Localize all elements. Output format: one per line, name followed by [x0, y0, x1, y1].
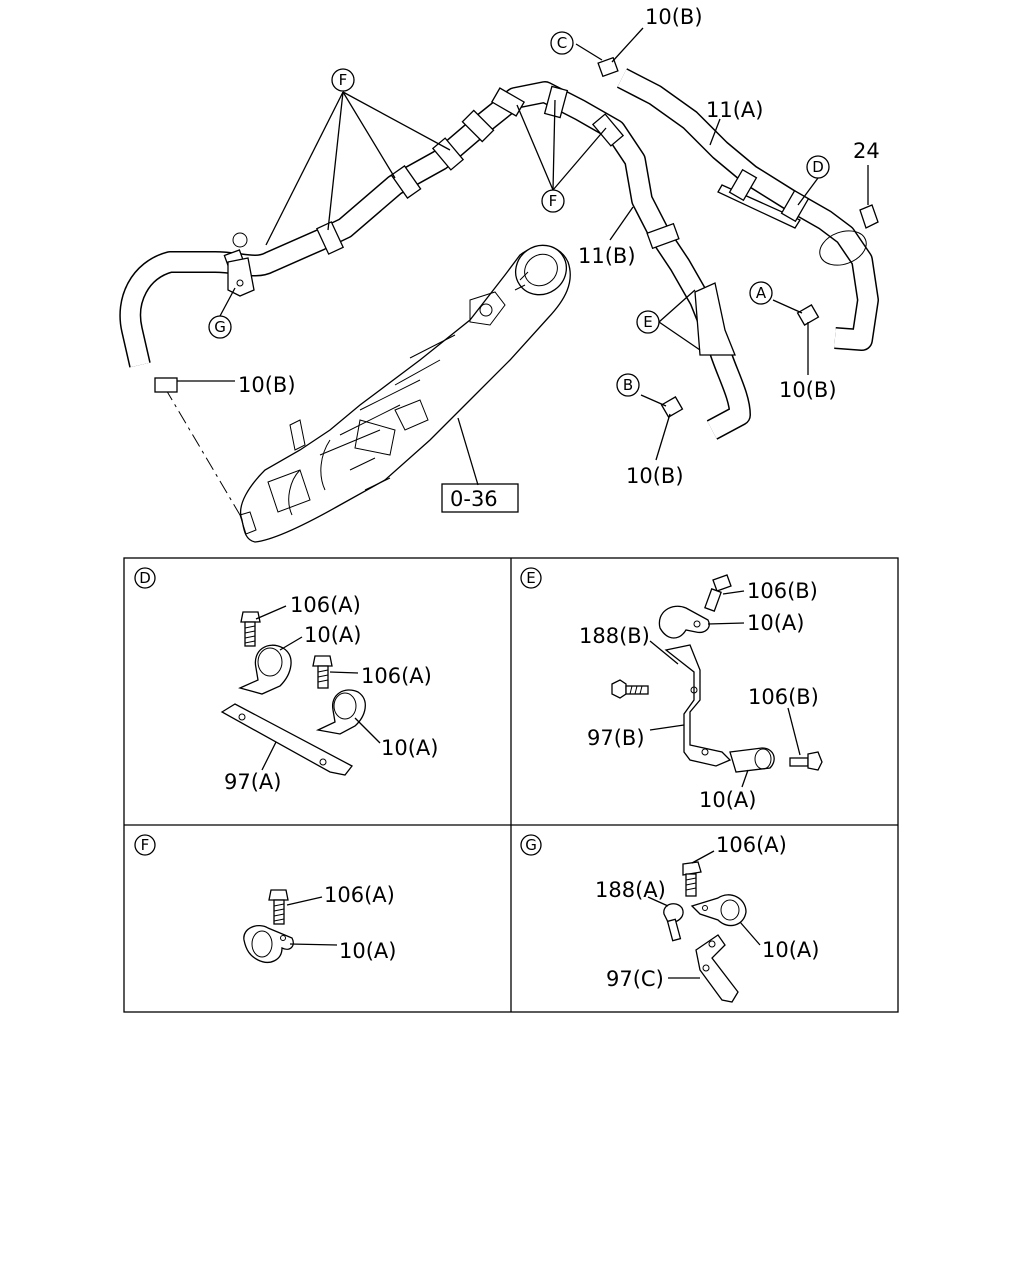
bolt-106b-top — [704, 574, 732, 612]
hose-upper-right — [597, 56, 879, 418]
label-d-bolt-1: 106(A) — [290, 593, 361, 617]
svg-text:F: F — [141, 836, 150, 854]
detail-f-panel: F 106(A) 10(A) — [134, 834, 396, 963]
callout-f-left: F — [331, 68, 355, 92]
bolt-106a-2 — [312, 655, 333, 689]
clamp-10a-2 — [315, 689, 366, 735]
label-g-clamp: 10(A) — [762, 938, 819, 962]
label-e-bolt-top: 106(B) — [747, 579, 818, 603]
svg-text:F: F — [549, 192, 558, 210]
callout-e: E — [636, 310, 660, 334]
svg-text:G: G — [214, 318, 226, 336]
svg-text:D: D — [812, 158, 824, 176]
label-clamp-right: 10(B) — [779, 378, 837, 402]
svg-text:G: G — [525, 836, 537, 854]
callout-c: C — [550, 31, 574, 55]
svg-text:B: B — [623, 376, 633, 394]
callout-a: A — [749, 281, 773, 305]
clamp-10a-bottom — [729, 747, 775, 773]
label-f-bolt: 106(A) — [324, 883, 395, 907]
bracket-97c — [695, 934, 739, 1003]
label-clamp-left: 10(B) — [238, 373, 296, 397]
callout-d: D — [806, 155, 830, 179]
label-d-clamp-2: 10(A) — [381, 736, 438, 760]
label-clamp-top: 10(B) — [645, 5, 703, 29]
bracket-97b — [664, 644, 732, 767]
svg-text:F: F — [339, 71, 348, 89]
label-g-bolt: 106(A) — [716, 833, 787, 857]
bolt-188b — [611, 679, 649, 699]
detail-panels-grid — [123, 557, 899, 1013]
label-g-bracket: 97(C) — [606, 967, 664, 991]
callout-f-center: F — [541, 189, 565, 213]
bolt-106b-right — [789, 751, 823, 771]
label-hose-11b: 11(B) — [578, 244, 636, 268]
detail-g-callout: G — [520, 834, 542, 856]
label-part-24: 24 — [853, 139, 880, 163]
label-e-bolt-side: 188(B) — [579, 624, 650, 648]
label-d-bolt-2: 106(A) — [361, 664, 432, 688]
label-e-clamp-bottom: 10(A) — [699, 788, 756, 812]
hose-upper-left — [214, 81, 751, 440]
detail-e-panel: E 1 — [520, 567, 823, 812]
label-g-bolt-2: 188(A) — [595, 878, 666, 902]
svg-text:E: E — [643, 313, 652, 331]
leader-lines-main — [177, 27, 869, 486]
label-hose-11a: 11(A) — [706, 98, 763, 122]
label-f-clamp: 10(A) — [339, 939, 396, 963]
clamp-10a-g — [690, 894, 747, 927]
bolt-106a-1 — [240, 611, 261, 647]
reference-box: 0-36 — [441, 483, 519, 513]
bolt-106a-f — [268, 889, 289, 925]
svg-text:D: D — [139, 569, 151, 587]
clamp-10a-f — [243, 925, 294, 963]
label-clamp-bottom: 10(B) — [626, 464, 684, 488]
label-e-clamp-top: 10(A) — [747, 611, 804, 635]
detail-f-callout: F — [134, 834, 156, 856]
detail-e-callout: E — [520, 567, 542, 589]
main-assembly-view: C F F D A E G B 10(B) — [119, 5, 880, 543]
bracket-97a — [220, 703, 353, 776]
label-e-bolt-right: 106(B) — [748, 685, 819, 709]
label-ref-0-36: 0-36 — [450, 487, 498, 511]
bolt-188a — [663, 903, 684, 942]
svg-text:A: A — [756, 284, 767, 302]
svg-text:E: E — [526, 569, 535, 587]
clamp-left-shape — [154, 377, 178, 393]
clamp-10a-top — [658, 605, 710, 639]
callout-b: B — [616, 373, 640, 397]
detail-d-callout: D — [134, 567, 156, 589]
label-d-clamp-1: 10(A) — [304, 623, 361, 647]
clamp-10a-1 — [238, 644, 292, 695]
callout-g: G — [208, 315, 232, 339]
bolt-106a-g — [682, 861, 702, 897]
label-d-bracket: 97(A) — [224, 770, 281, 794]
hose-left — [119, 251, 241, 516]
engine-block-outline — [239, 244, 571, 543]
detail-g-panel: G 106(A) 188(A) 10(A) 97(C) — [520, 833, 819, 1003]
svg-text:C: C — [557, 34, 567, 52]
label-e-bracket: 97(B) — [587, 726, 645, 750]
detail-d-panel: D — [134, 567, 438, 794]
